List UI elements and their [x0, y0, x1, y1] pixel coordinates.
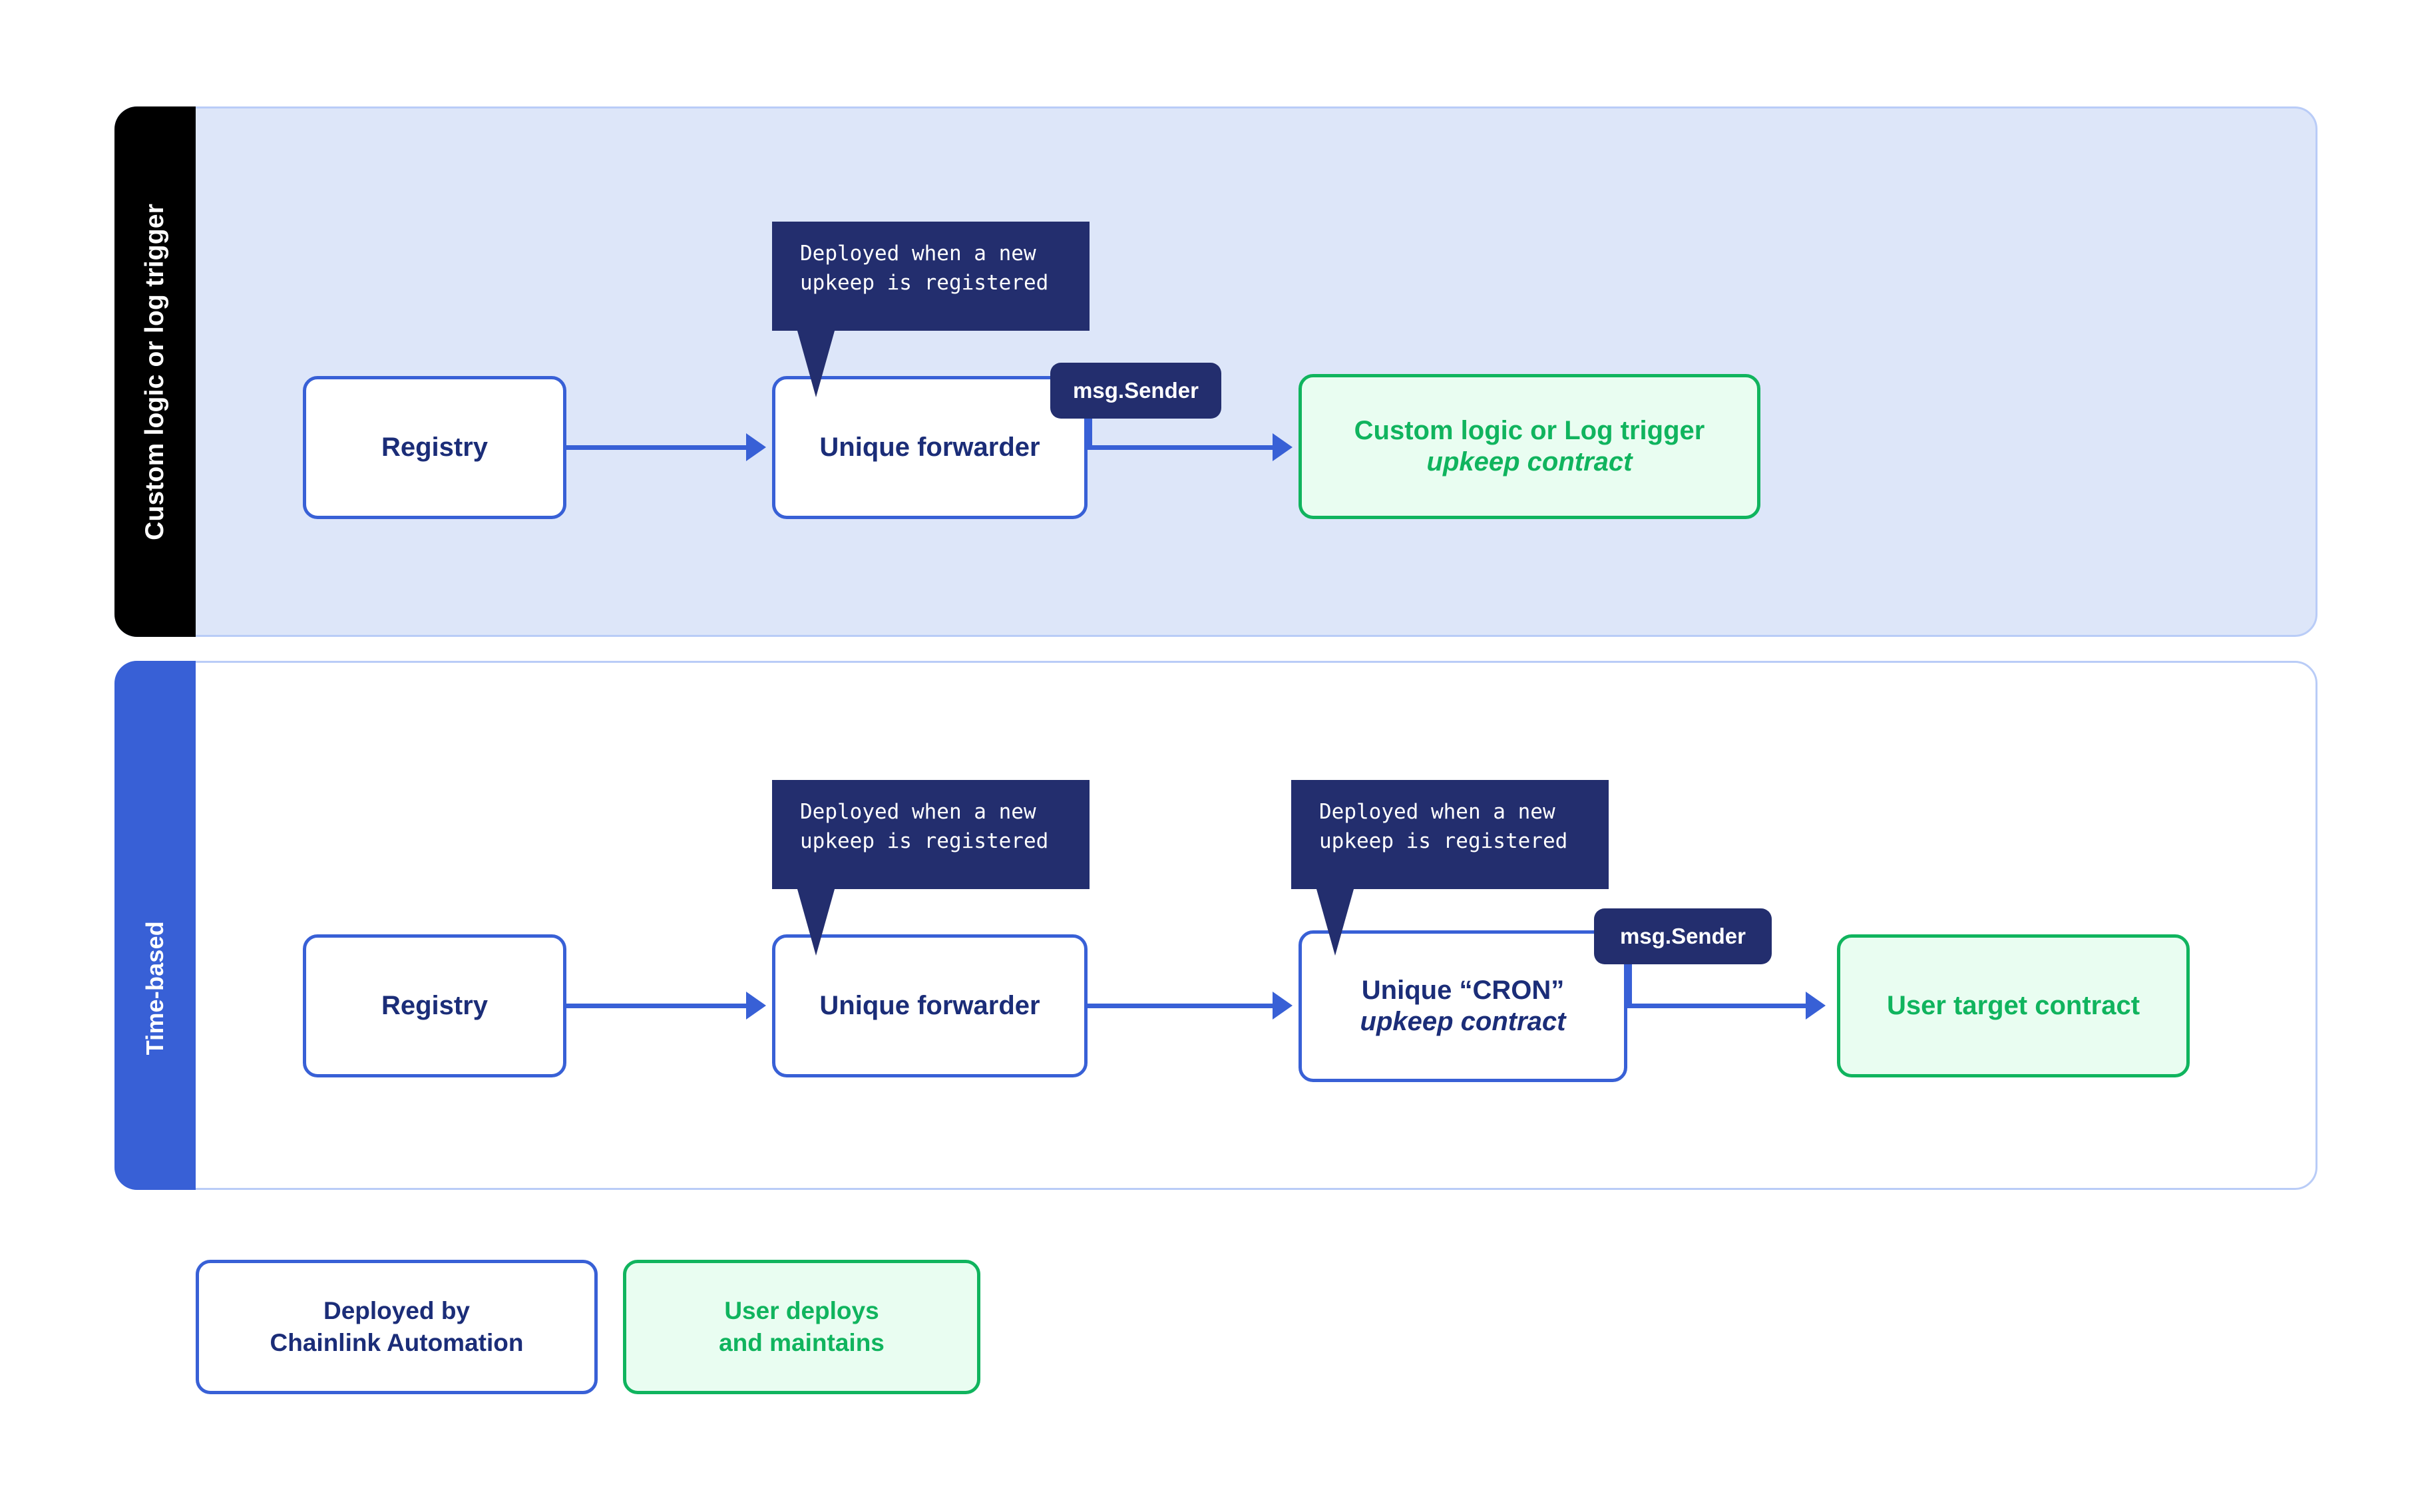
arrow-head-cron-to-target-2	[1806, 992, 1826, 1020]
arrow-head-registry-to-forwarder-1	[746, 433, 766, 461]
badge-msg-sender-2-label: msg.Sender	[1620, 924, 1746, 948]
node-upkeep-contract-1-line1: Custom logic or Log trigger	[1354, 415, 1705, 445]
legend-user-deploys-and-maintains: User deploys and maintains	[623, 1260, 980, 1394]
node-upkeep-contract-1-line2: upkeep contract	[1426, 447, 1633, 476]
legend-deployed-line1: Deployed by	[323, 1296, 470, 1324]
arrow-forwarder-to-upkeep-1	[1088, 445, 1273, 450]
tooltip-deployed-when-registered-1: Deployed when a new upkeep is registered	[772, 222, 1090, 331]
badge-msg-sender-1-label: msg.Sender	[1073, 378, 1199, 403]
node-unique-cron-upkeep-contract-line1: Unique “CRON”	[1361, 975, 1565, 1005]
connector-stub-cron-2	[1627, 964, 1632, 1006]
node-registry-2[interactable]: Registry	[303, 934, 566, 1077]
node-registry-1-label: Registry	[381, 432, 489, 462]
node-registry-1[interactable]: Registry	[303, 376, 566, 519]
node-unique-forwarder-1[interactable]: Unique forwarder	[772, 376, 1088, 519]
arrow-head-forwarder-to-cron-2	[1273, 992, 1293, 1020]
lane-label-custom-logic-or-log-trigger: Custom logic or log trigger	[140, 203, 169, 540]
node-user-target-contract[interactable]: User target contract	[1837, 934, 2190, 1077]
lane-time-based	[114, 661, 2317, 1190]
arrow-forwarder-to-cron-2	[1088, 1004, 1273, 1008]
arrow-cron-to-target-2	[1627, 1004, 1806, 1008]
arrow-registry-to-forwarder-1	[566, 445, 746, 450]
tooltip-tail-2	[797, 889, 835, 956]
tooltip-deployed-when-registered-3: Deployed when a new upkeep is registered	[1291, 780, 1609, 889]
connector-stub-forwarder-1	[1088, 419, 1092, 448]
lane-tab-time-based: Time-based	[114, 661, 196, 1190]
legend-deployed-by-chainlink-automation: Deployed by Chainlink Automation	[196, 1260, 598, 1394]
legend-user-line2: and maintains	[719, 1329, 885, 1356]
tooltip-deployed-when-registered-2: Deployed when a new upkeep is registered	[772, 780, 1090, 889]
node-registry-2-label: Registry	[381, 990, 489, 1020]
legend-deployed-line2: Chainlink Automation	[270, 1329, 524, 1356]
node-unique-forwarder-2[interactable]: Unique forwarder	[772, 934, 1088, 1077]
arrow-head-forwarder-to-upkeep-1	[1273, 433, 1293, 461]
arrow-head-registry-to-forwarder-2	[746, 992, 766, 1020]
node-unique-cron-upkeep-contract[interactable]: Unique “CRON” upkeep contract	[1299, 930, 1627, 1082]
arrow-registry-to-forwarder-2	[566, 1004, 746, 1008]
lane-tab-custom-logic-or-log-trigger: Custom logic or log trigger	[114, 106, 196, 637]
node-unique-forwarder-1-label: Unique forwarder	[819, 432, 1040, 462]
tooltip-tail-3	[1316, 889, 1354, 956]
node-unique-cron-upkeep-contract-line2: upkeep contract	[1360, 1007, 1566, 1036]
tooltip-tail-1	[797, 331, 835, 397]
legend-user-line1: User deploys	[724, 1296, 879, 1324]
node-user-target-contract-label: User target contract	[1886, 990, 2140, 1020]
lane-label-time-based: Time-based	[141, 920, 168, 1055]
badge-msg-sender-2: msg.Sender	[1594, 908, 1772, 964]
badge-msg-sender-1: msg.Sender	[1050, 363, 1221, 419]
node-upkeep-contract-1[interactable]: Custom logic or Log trigger upkeep contr…	[1299, 374, 1760, 519]
node-unique-forwarder-2-label: Unique forwarder	[819, 990, 1040, 1020]
